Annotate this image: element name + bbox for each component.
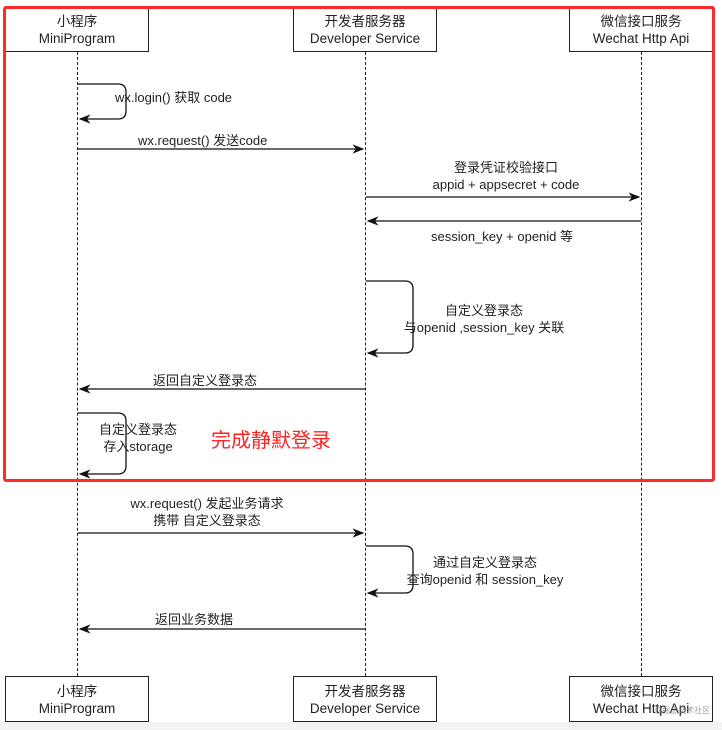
- message-label-line: 自定义登录态: [98, 422, 177, 437]
- actor-cn-label: 开发者服务器: [324, 684, 406, 699]
- message-label: wx.login() 获取 code: [115, 90, 233, 105]
- message-label: 登录凭证校验接口 appid + appsecret + code: [421, 159, 591, 193]
- message-label: 自定义登录态 与openid ,session_key 关联: [392, 302, 576, 336]
- silent-login-frame: [3, 6, 715, 482]
- message-label-line: 登录凭证校验接口: [453, 160, 558, 175]
- message-label-line: 携带 自定义登录态: [153, 513, 261, 528]
- message-arrow-wx-login: [78, 83, 127, 124]
- message-label: 自定义登录态 存入storage: [88, 421, 188, 455]
- lifeline-miniprogram: [77, 52, 78, 676]
- message-label-line: 通过自定义登录态: [432, 555, 537, 570]
- lifeline-developer: [365, 52, 366, 676]
- message-label: wx.request() 发送code: [138, 133, 268, 148]
- actor-developer-bottom: 开发者服务器 Developer Service: [293, 676, 437, 722]
- actor-en-label: Developer Service: [309, 701, 421, 716]
- message-arrow-query-openid: [366, 545, 414, 598]
- actor-cn-label: 微信接口服务: [600, 14, 682, 29]
- message-label-line: 存入storage: [103, 439, 173, 454]
- message-label: wx.request() 发起业务请求 携带 自定义登录态: [112, 495, 302, 529]
- actor-wechat-bottom: 微信接口服务 Wechat Http Api: [569, 676, 713, 722]
- actor-cn-label: 微信接口服务: [600, 684, 682, 699]
- actor-cn-label: 小程序: [56, 14, 98, 29]
- actor-cn-label: 开发者服务器: [324, 14, 406, 29]
- actor-en-label: Developer Service: [309, 31, 421, 46]
- message-arrow-store-storage: [78, 412, 127, 479]
- actor-en-label: Wechat Http Api: [592, 31, 690, 46]
- message-label-line: appid + appsecret + code: [432, 177, 580, 192]
- message-arrow-bind-session: [366, 280, 414, 358]
- message-label: session_key + openid 等: [431, 229, 574, 244]
- message-label: 通过自定义登录态 查询openid 和 session_key: [392, 554, 578, 588]
- lifeline-wechat: [641, 52, 642, 676]
- bottom-margin: [0, 722, 722, 730]
- actor-en-label: MiniProgram: [38, 701, 116, 716]
- actor-cn-label: 小程序: [56, 684, 98, 699]
- message-label-line: 查询openid 和 session_key: [406, 572, 564, 587]
- message-label: 返回自定义登录态: [153, 373, 258, 388]
- message-label-line: 与openid ,session_key 关联: [403, 320, 565, 335]
- actor-developer-top: 开发者服务器 Developer Service: [293, 6, 437, 52]
- actor-en-label: MiniProgram: [38, 31, 116, 46]
- message-label-line: wx.request() 发起业务请求: [130, 496, 284, 511]
- actor-wechat-top: 微信接口服务 Wechat Http Api: [569, 6, 713, 52]
- message-label-line: 自定义登录态: [444, 303, 523, 318]
- message-label: 返回业务数据: [155, 612, 234, 627]
- silent-login-label: 完成静默登录: [211, 430, 331, 452]
- actor-en-label: Wechat Http Api: [592, 701, 690, 716]
- watermark: @掘金技术社区: [654, 706, 711, 715]
- actor-miniprogram-bottom: 小程序 MiniProgram: [5, 676, 149, 722]
